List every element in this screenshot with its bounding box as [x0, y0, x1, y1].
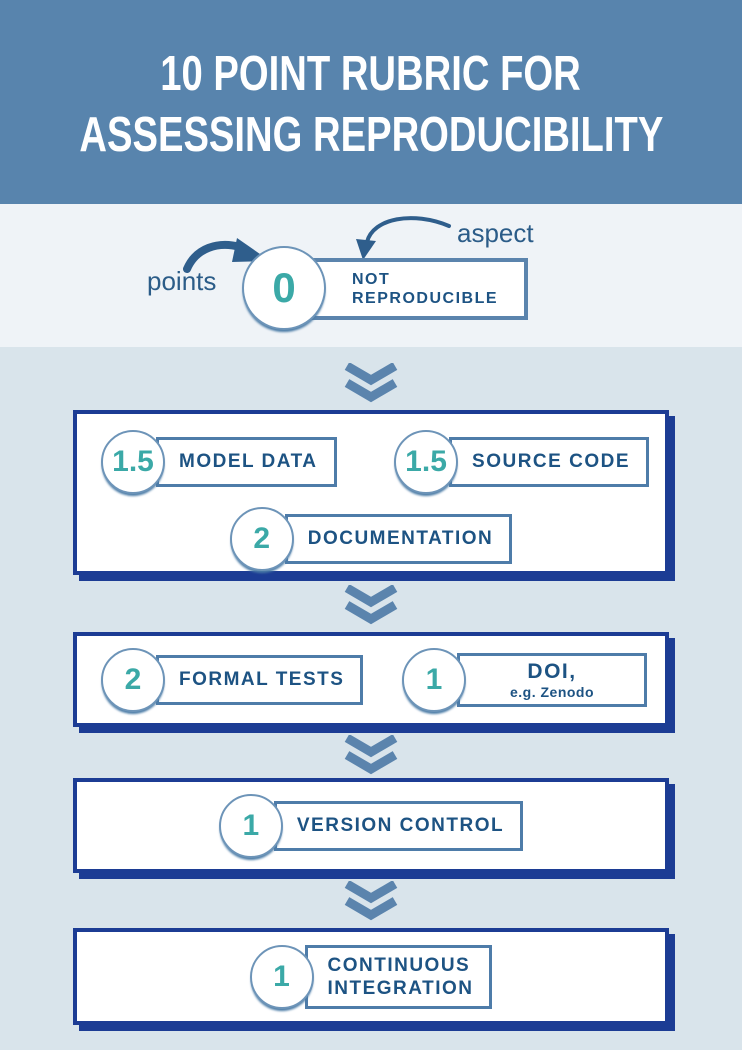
rubric-box-2: 2 FORMAL TESTS 1 DOI, e.g. Zenodo: [73, 632, 669, 727]
points-circle: 1.5: [101, 430, 165, 494]
example-aspect-box: NOT REPRODUCIBLE: [310, 258, 528, 320]
points-value: 1: [242, 808, 260, 842]
aspect-box: DOCUMENTATION: [284, 514, 513, 564]
aspect-label-line2: INTEGRATION: [327, 977, 474, 999]
points-value: 1.5: [112, 445, 154, 478]
aspect-label: aspect: [457, 218, 534, 248]
points-circle: 1: [249, 944, 314, 1009]
rubric-box-3: 1 VERSION CONTROL: [73, 778, 669, 873]
rubric-item-continuous-integration: 1 CONTINUOUS INTEGRATION: [249, 944, 493, 1009]
rubric-item-source-code: 1.5 SOURCE CODE: [394, 430, 649, 494]
rubric-box-4: 1 CONTINUOUS INTEGRATION: [73, 928, 669, 1025]
aspect-box: VERSION CONTROL: [273, 800, 524, 851]
example-points-circle: 0: [242, 246, 326, 330]
rubric-item-formal-tests: 2 FORMAL TESTS: [101, 647, 364, 712]
rubric-item-model-data: 1.5 MODEL DATA: [101, 430, 337, 494]
chevron-down-icon: [344, 363, 398, 403]
rubric-box-1-row-2: 2 DOCUMENTATION: [77, 507, 665, 571]
aspect-box: DOI, e.g. Zenodo: [457, 652, 647, 707]
poster-title-line1: 10 POINT RUBRIC FOR: [160, 47, 582, 101]
points-circle: 1: [218, 793, 283, 858]
points-circle: 1: [402, 647, 466, 712]
points-circle: 2: [229, 507, 294, 571]
points-value: 1: [425, 662, 443, 696]
example-aspect-line2: REPRODUCIBLE: [352, 290, 499, 307]
example-points-value: 0: [272, 264, 296, 311]
points-value: 2: [253, 522, 271, 555]
points-circle: 1.5: [394, 430, 459, 494]
legend-section: points 0 NOT REPRODUCIBLE aspect: [0, 204, 742, 347]
header-banner: 10 POINT RUBRIC FOR ASSESSING REPRODUCIB…: [0, 0, 742, 204]
aspect-label-main: DOI,: [527, 659, 577, 683]
aspect-box: FORMAL TESTS: [156, 654, 364, 705]
rubric-flow: 1.5 MODEL DATA 1.5 SOURCE CODE 2 DOCUMEN…: [0, 347, 742, 1050]
poster-title-line2: ASSESSING REPRODUCIBILITY: [78, 108, 664, 162]
points-label: points: [147, 266, 217, 296]
points-value: 1.5: [405, 445, 447, 478]
aspect-box: CONTINUOUS INTEGRATION: [304, 944, 493, 1009]
rubric-item-doi: 1 DOI, e.g. Zenodo: [402, 647, 647, 712]
points-value: 2: [124, 662, 142, 696]
points-value: 1: [273, 959, 290, 993]
rubric-item-version-control: 1 VERSION CONTROL: [218, 793, 524, 858]
points-circle: 2: [101, 647, 165, 712]
aspect-label-sub: e.g. Zenodo: [509, 683, 595, 700]
chevron-down-icon: [344, 881, 398, 921]
aspect-box: MODEL DATA: [156, 437, 337, 487]
chevron-down-icon: [344, 735, 398, 775]
aspect-label-line1: CONTINUOUS: [327, 954, 471, 976]
rubric-box-1: 1.5 MODEL DATA 1.5 SOURCE CODE 2 DOCUMEN…: [73, 410, 669, 575]
example-aspect-line1: NOT: [352, 271, 391, 288]
chevron-down-icon: [344, 585, 398, 625]
rubric-box-1-row-1: 1.5 MODEL DATA 1.5 SOURCE CODE: [77, 430, 665, 494]
rubric-item-documentation: 2 DOCUMENTATION: [229, 507, 513, 571]
aspect-box: SOURCE CODE: [449, 437, 649, 487]
aspect-arrow-icon: [356, 216, 451, 260]
